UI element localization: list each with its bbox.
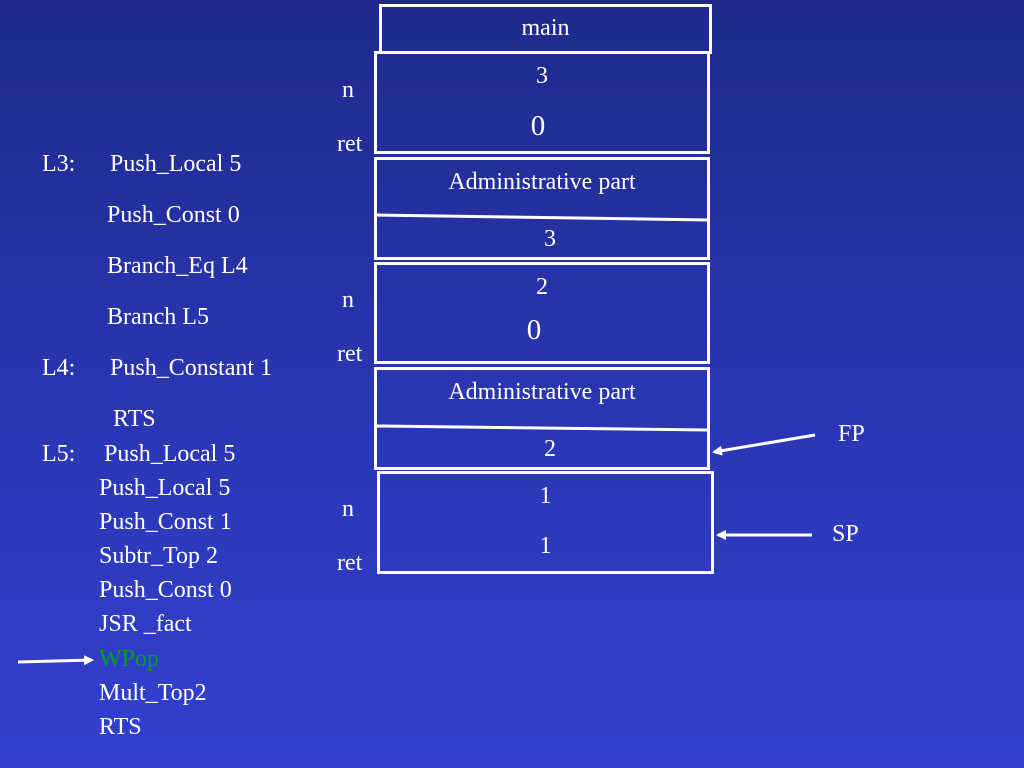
code-line: RTS <box>99 714 142 740</box>
stack-n-value: 3 <box>536 63 548 89</box>
stack-main-label: main <box>521 15 570 41</box>
stack-n-value: 2 <box>536 274 548 300</box>
code-label-l4: L4: <box>42 355 76 381</box>
code-line: Push_Local 5 <box>99 475 231 501</box>
code-line-current: WPop <box>99 646 159 672</box>
code-line: Push_Const 0 <box>107 202 240 228</box>
code-line: Push_Constant 1 <box>110 355 273 381</box>
code-label-l5: L5: <box>42 441 76 467</box>
current-instruction-arrow <box>17 655 94 666</box>
code-line: Push_Local 5 <box>104 441 236 467</box>
stack-n-label: n <box>342 496 354 522</box>
code-line: RTS <box>113 406 156 432</box>
admin-divider-line <box>375 424 709 432</box>
stack-ret-label: ret <box>337 550 363 576</box>
code-line: Subtr_Top 2 <box>99 543 218 569</box>
fp-label: FP <box>838 421 865 447</box>
sp-label: SP <box>832 521 859 547</box>
fp-arrow <box>712 433 816 456</box>
stack-n-label: n <box>342 287 354 313</box>
stack-admin-box <box>374 157 710 260</box>
admin-divider-line <box>375 213 709 222</box>
stack-ret-label: ret <box>337 131 363 157</box>
stack-n-label: n <box>342 77 354 103</box>
stack-n-value: 1 <box>539 483 552 509</box>
code-line: Branch_Eq L4 <box>107 253 248 279</box>
code-line: Branch L5 <box>107 304 209 330</box>
stack-frame-box <box>377 471 714 574</box>
stack-ret-value: 0 <box>530 110 546 142</box>
stack-admin-label: Administrative part <box>448 169 636 195</box>
stack-admin-value: 3 <box>544 226 556 252</box>
code-line: Push_Local 5 <box>110 151 242 177</box>
stack-admin-value: 2 <box>544 436 556 462</box>
code-line: Push_Const 1 <box>99 509 232 535</box>
code-line: Mult_Top2 <box>99 680 207 706</box>
stack-ret-value: 1 <box>539 533 552 559</box>
stack-admin-label: Administrative part <box>448 379 636 405</box>
stack-ret-value: 0 <box>526 314 542 346</box>
stack-frame-box <box>374 51 710 154</box>
code-label-l3: L3: <box>42 151 76 177</box>
stack-ret-label: ret <box>337 341 363 367</box>
stack-admin-box <box>374 367 710 470</box>
code-line: Push_Const 0 <box>99 577 232 603</box>
stack-frame-box <box>374 262 710 364</box>
code-line: JSR _fact <box>99 611 192 637</box>
